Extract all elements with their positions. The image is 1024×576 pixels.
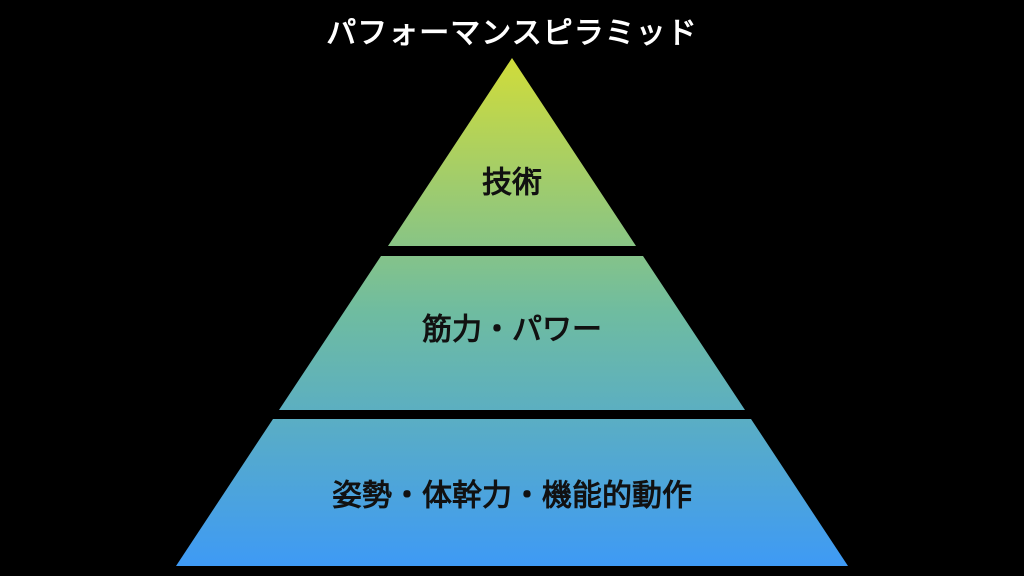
tier-top (388, 58, 636, 246)
pyramid-title: パフォーマンスピラミッド (326, 16, 698, 51)
tier-label-strength-power: 筋力・パワー (422, 313, 602, 348)
tier-label-technique: 技術 (482, 166, 542, 201)
tier-label-posture-core-movement: 姿勢・体幹力・機能的動作 (332, 479, 692, 514)
tier-middle (279, 256, 745, 410)
tier-bottom (176, 419, 848, 566)
